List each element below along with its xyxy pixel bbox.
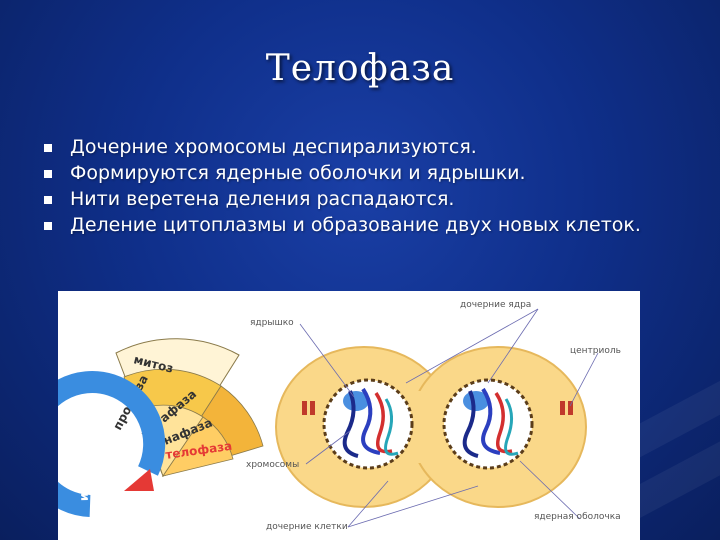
right-nucleolus (463, 391, 489, 411)
illustration-svg: митоз профаза метафаза анафаза телофаза … (58, 300, 621, 532)
bullet-text: Дочерние хромосомы деспирализуются. (70, 136, 477, 158)
chromosomes-label: хромосомы (246, 460, 299, 470)
cycle-arrow-icon (124, 469, 154, 491)
left-nucleolus (343, 391, 369, 411)
slide-title: Телофаза (265, 48, 455, 89)
left-chromosome (374, 392, 393, 454)
daughter-nuclei-label: дочерние ядра (460, 300, 531, 310)
nucleolus-label: ядрышко (250, 318, 294, 328)
centriole-label: центриоль (570, 346, 621, 356)
nuclear-envelope-label: ядерная оболочка (534, 512, 621, 522)
interphase-label: интерфаза (77, 430, 125, 502)
daughter-cells-label: дочерние клетки (266, 522, 348, 532)
dividing-cell (275, 346, 587, 508)
interphase-ring: интерфаза (58, 371, 166, 517)
left-chromosome (342, 390, 359, 458)
leader-lines (299, 308, 599, 528)
bullet-square-icon (44, 170, 52, 178)
telophase-illustration: митоз профаза метафаза анафаза телофаза … (58, 291, 640, 540)
left-chromosome (384, 398, 399, 456)
bullet-text: Нити веретена деления распадаются. (70, 188, 455, 210)
bullet-text: Формируются ядерные оболочки и ядрышки. (70, 162, 526, 184)
right-chromosome (504, 398, 519, 456)
telophase-sector (162, 416, 234, 477)
right-chromosome (481, 387, 501, 455)
right-chromosome (462, 390, 479, 458)
interphase-arc (58, 371, 166, 517)
bullet-item: Деление цитоплазмы и образование двух но… (44, 212, 674, 238)
bullet-square-icon (44, 196, 52, 204)
right-centriole (560, 401, 573, 415)
bullet-text: Деление цитоплазмы и образование двух но… (70, 214, 641, 236)
left-centriole (302, 401, 315, 415)
bullet-square-icon (44, 144, 52, 152)
right-chromosome (494, 392, 513, 454)
bullet-item: Дочерние хромосомы деспирализуются. (44, 134, 674, 160)
bullet-item: Нити веретена деления распадаются. (44, 186, 674, 212)
bullet-square-icon (44, 222, 52, 230)
left-chromosome (361, 387, 381, 455)
bullet-item: Формируются ядерные оболочки и ядрышки. (44, 160, 674, 186)
bullet-list: Дочерние хромосомы деспирализуются. Форм… (44, 134, 674, 238)
